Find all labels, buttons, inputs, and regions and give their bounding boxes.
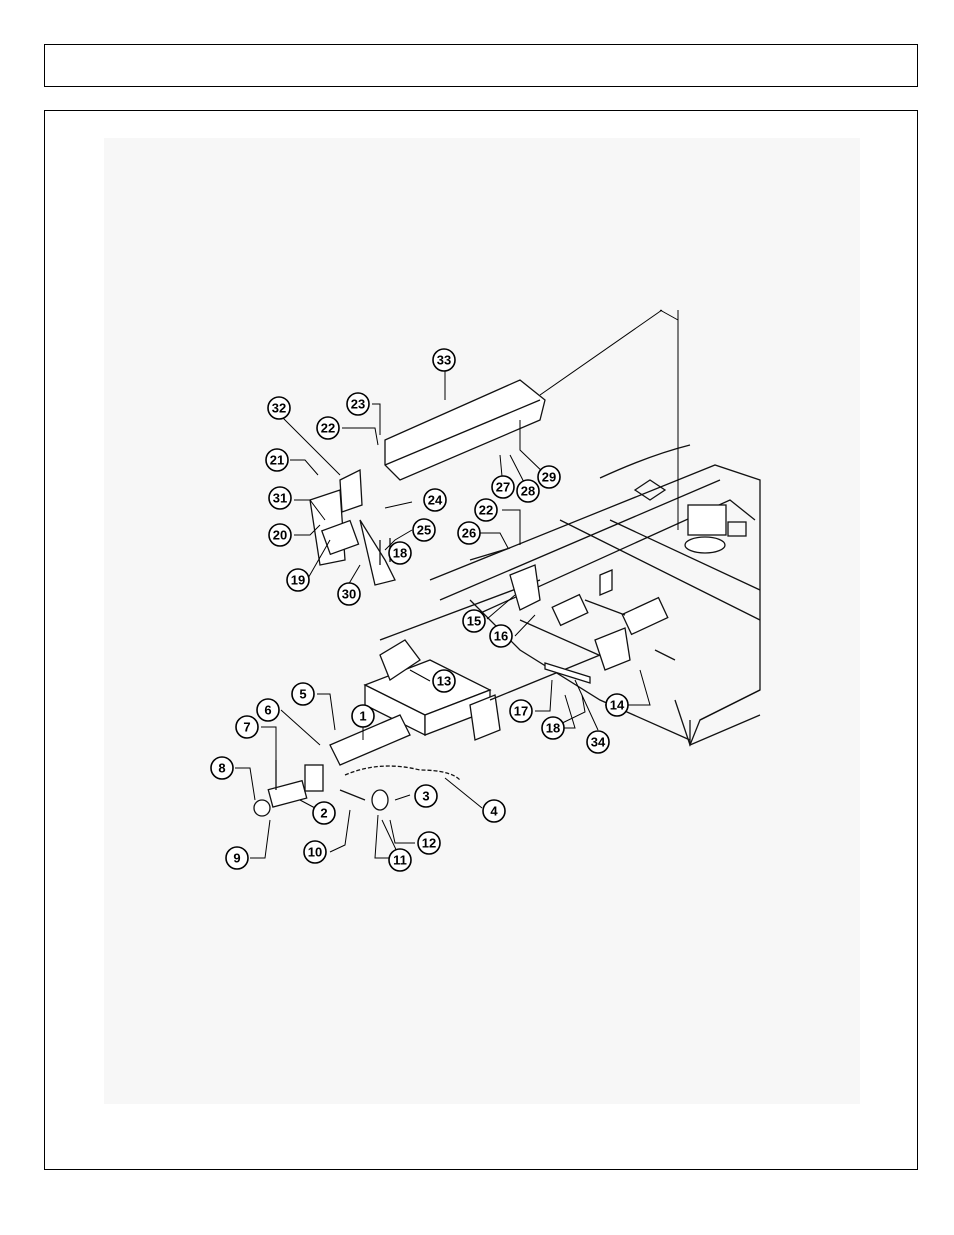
svg-text:22: 22 xyxy=(479,503,493,518)
callout-24: 24 xyxy=(423,488,447,512)
clevis-assembly xyxy=(253,760,389,817)
svg-text:14: 14 xyxy=(610,698,625,713)
svg-text:28: 28 xyxy=(521,484,535,499)
callout-22: 22 xyxy=(316,416,340,440)
callout-12: 12 xyxy=(417,831,441,855)
link-plate xyxy=(544,662,591,684)
callout-30: 30 xyxy=(337,582,361,606)
svg-text:5: 5 xyxy=(299,687,306,702)
callout-27: 27 xyxy=(491,475,515,499)
svg-text:2: 2 xyxy=(320,806,327,821)
callout-6: 6 xyxy=(256,698,280,722)
svg-text:31: 31 xyxy=(273,491,287,506)
drive-shaft xyxy=(519,593,669,661)
svg-text:10: 10 xyxy=(308,845,322,860)
callout-26: 26 xyxy=(457,521,481,545)
svg-text:15: 15 xyxy=(467,614,481,629)
callout-5: 5 xyxy=(291,682,315,706)
header-box xyxy=(44,44,918,87)
gearbox xyxy=(684,504,747,554)
callout-19: 19 xyxy=(286,568,310,592)
svg-text:9: 9 xyxy=(233,851,240,866)
callout-9: 9 xyxy=(225,846,249,870)
svg-text:11: 11 xyxy=(393,853,407,868)
svg-text:29: 29 xyxy=(542,470,556,485)
svg-text:12: 12 xyxy=(422,836,436,851)
callout-15: 15 xyxy=(462,609,486,633)
svg-text:3: 3 xyxy=(422,789,429,804)
callout-17: 17 xyxy=(509,699,533,723)
svg-text:21: 21 xyxy=(270,453,284,468)
svg-text:24: 24 xyxy=(428,493,443,508)
lift-arms xyxy=(469,547,676,671)
callout-25: 25 xyxy=(412,518,436,542)
svg-text:20: 20 xyxy=(273,528,287,543)
svg-text:4: 4 xyxy=(490,804,498,819)
callout-18: 18 xyxy=(541,716,565,740)
svg-text:23: 23 xyxy=(351,397,365,412)
callout-3: 3 xyxy=(414,784,438,808)
content-box xyxy=(44,110,918,1170)
svg-text:27: 27 xyxy=(496,480,510,495)
svg-text:34: 34 xyxy=(591,735,606,750)
callout-16: 16 xyxy=(489,624,513,648)
callout-11: 11 xyxy=(388,848,412,872)
callout-20: 20 xyxy=(268,523,292,547)
callout-14: 14 xyxy=(605,693,629,717)
callout-13: 13 xyxy=(432,669,456,693)
callout-18: 18 xyxy=(388,541,412,565)
svg-text:7: 7 xyxy=(243,720,250,735)
callout-22: 22 xyxy=(474,498,498,522)
svg-text:33: 33 xyxy=(437,353,451,368)
callout-33: 33 xyxy=(432,348,456,372)
shield-bracket-assembly xyxy=(309,379,546,586)
callout-21: 21 xyxy=(265,448,289,472)
callout-28: 28 xyxy=(516,479,540,503)
callout-10: 10 xyxy=(303,840,327,864)
svg-text:25: 25 xyxy=(417,523,431,538)
callout-29: 29 xyxy=(537,465,561,489)
callout-8: 8 xyxy=(210,756,234,780)
callout-31: 31 xyxy=(268,486,292,510)
svg-text:1: 1 xyxy=(359,709,366,724)
callout-32: 32 xyxy=(267,396,291,420)
svg-text:30: 30 xyxy=(342,587,356,602)
svg-text:26: 26 xyxy=(462,526,476,541)
callout-2: 2 xyxy=(312,801,336,825)
hitch-frame xyxy=(329,579,601,766)
svg-text:18: 18 xyxy=(393,546,407,561)
callout-34: 34 xyxy=(586,730,610,754)
svg-text:32: 32 xyxy=(272,401,286,416)
mower-deck xyxy=(429,444,761,747)
safety-chain xyxy=(344,765,461,781)
svg-text:18: 18 xyxy=(546,721,560,736)
svg-text:22: 22 xyxy=(321,421,335,436)
svg-text:6: 6 xyxy=(264,703,271,718)
svg-text:8: 8 xyxy=(218,761,225,776)
callout-23: 23 xyxy=(346,392,370,416)
callout-1: 1 xyxy=(351,704,375,728)
svg-text:13: 13 xyxy=(437,674,451,689)
svg-text:19: 19 xyxy=(291,573,305,588)
callout-7: 7 xyxy=(235,715,259,739)
svg-text:16: 16 xyxy=(494,629,508,644)
svg-text:17: 17 xyxy=(514,704,528,719)
callout-4: 4 xyxy=(482,799,506,823)
